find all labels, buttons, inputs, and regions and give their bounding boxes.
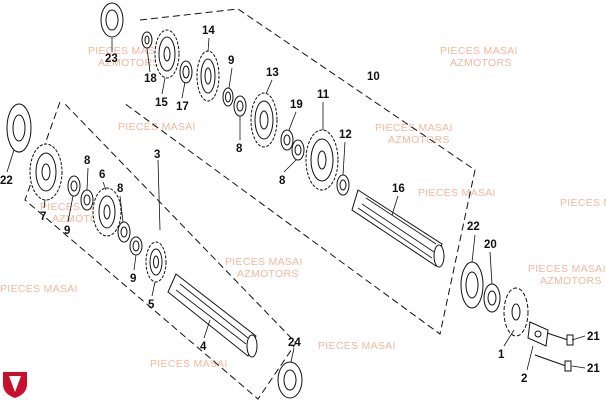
- watermark-text: AZMOTORS: [540, 275, 602, 287]
- ring-17: [179, 60, 193, 84]
- bearing-24: [277, 361, 303, 399]
- watermark-text: PIECES MASAI: [418, 187, 496, 199]
- callout-11: 11: [317, 89, 330, 101]
- callout-9-upper: 9: [228, 55, 234, 67]
- clip-9-lower-right: [129, 236, 143, 256]
- bearing-22-left: [6, 103, 32, 153]
- watermark-text: PIECES MASAI: [0, 283, 78, 295]
- clip-9-upper: [222, 87, 234, 107]
- callout-23: 23: [105, 53, 118, 65]
- watermark-text: AZMOTORS: [388, 134, 450, 146]
- callout-9-lower-right: 9: [130, 273, 136, 285]
- callout-2: 2: [521, 373, 527, 385]
- callout-10: 10: [367, 71, 380, 83]
- watermark-text: AZMOTORS: [98, 57, 160, 69]
- gear-6: [92, 187, 122, 237]
- callout-8-mid: 8: [279, 175, 286, 187]
- gear-15: [154, 29, 180, 79]
- callout-9-lower-left: 9: [64, 225, 70, 237]
- callout-21-lower: 21: [587, 363, 600, 375]
- callout-22-right: 22: [467, 221, 480, 233]
- callout-16: 16: [392, 183, 405, 195]
- callout-13: 13: [266, 67, 279, 79]
- gear-13: [250, 92, 278, 148]
- callout-8-lower-right: 8: [117, 183, 124, 195]
- plate-2: [527, 321, 549, 347]
- gear-5: [145, 241, 167, 283]
- brand-logo: [3, 372, 27, 398]
- bolt-21-lower: [534, 354, 572, 372]
- callout-6: 6: [99, 169, 105, 181]
- callout-3: 3: [154, 149, 160, 161]
- shaft-16: [351, 189, 445, 268]
- washer-8-mid: [291, 139, 305, 161]
- group-outline-main-shaft: [123, 8, 476, 335]
- watermark-layer: PIECES MASAI AZMOTORS PIECES MASAI AZMOT…: [0, 45, 606, 370]
- bearing-23: [100, 2, 124, 38]
- callout-18: 18: [144, 73, 157, 85]
- watermark-text: PIECES MASAI: [318, 340, 396, 352]
- callout-15: 15: [155, 97, 168, 109]
- sprocket-1: [503, 287, 529, 337]
- watermark-text: AZMOTORS: [237, 268, 299, 280]
- gear-7: [29, 143, 63, 201]
- watermark-text: AZMOTORS: [450, 57, 512, 69]
- callout-21-upper: 21: [587, 331, 600, 343]
- bushing-12: [336, 174, 350, 196]
- callout-22-left: 22: [0, 175, 13, 187]
- watermark-text: PIECES MASAI: [528, 263, 606, 275]
- callout-24: 24: [288, 337, 301, 349]
- callout-labels: 23 18 15 17 14 9 8 13 19 8 11 12 10 16 2…: [0, 25, 600, 385]
- shaft-4: [167, 273, 258, 358]
- bushing-19: [280, 129, 294, 151]
- callout-8-upper: 8: [236, 143, 243, 155]
- callout-1: 1: [498, 349, 505, 361]
- callout-12: 12: [339, 129, 352, 141]
- washer-18: [141, 31, 153, 49]
- callout-4: 4: [200, 341, 207, 353]
- clip-9-lower-left: [67, 175, 81, 197]
- seal-20: [483, 283, 501, 313]
- watermark-text: PIECES MASAI: [560, 197, 606, 209]
- callout-5: 5: [148, 299, 155, 311]
- watermark-text: PIECES MASAI: [150, 358, 228, 370]
- gear-14: [196, 50, 220, 102]
- callout-14: 14: [202, 25, 215, 37]
- callout-8-lower-left: 8: [84, 155, 91, 167]
- callout-17: 17: [176, 101, 189, 113]
- bolt-21-upper: [546, 332, 574, 346]
- washer-8-lower-left: [80, 189, 94, 211]
- leader-lines: [6, 37, 586, 371]
- washer-8-lower-right: [117, 221, 131, 243]
- gear-11: [305, 129, 339, 191]
- bearing-22-right: [460, 261, 484, 309]
- watermark-text: PIECES MASAI: [88, 45, 166, 57]
- watermark-text: PIECES MASAI: [225, 256, 303, 268]
- callout-20: 20: [484, 239, 497, 251]
- washer-8-upper: [233, 95, 247, 117]
- callout-19: 19: [290, 99, 303, 111]
- callout-7: 7: [40, 211, 46, 223]
- watermark-text: PIECES MASAI: [440, 45, 518, 57]
